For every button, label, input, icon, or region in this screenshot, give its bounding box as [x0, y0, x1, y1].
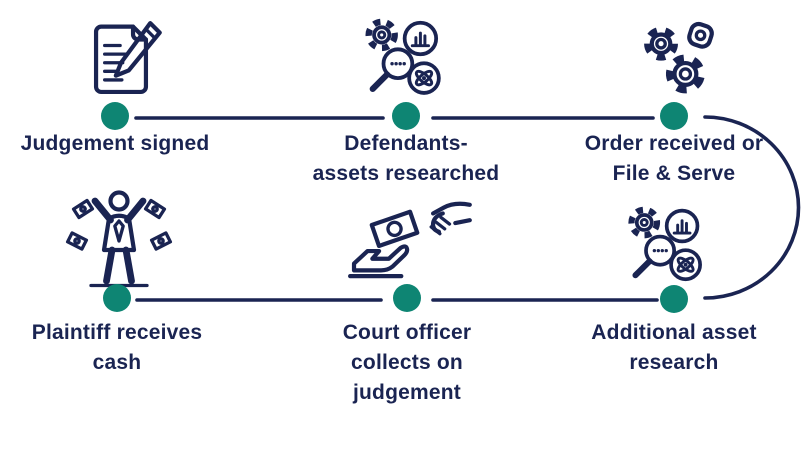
step-marker [660, 102, 688, 130]
gears-icon [635, 16, 719, 100]
asset-research-icon [361, 16, 451, 106]
step-label-court-officer: Court officer collects on judgement [342, 321, 472, 404]
step-marker [103, 284, 131, 312]
step-label-additional-research: Additional asset research [591, 321, 757, 374]
step-marker [660, 285, 688, 313]
money-handover-icon [346, 198, 472, 280]
step-marker [392, 102, 420, 130]
step-label-judgement-signed: Judgement signed [20, 132, 210, 155]
document-pen-icon [78, 18, 164, 104]
step-label-order-received: Order received or File & Serve [584, 132, 764, 185]
step-marker [101, 102, 129, 130]
step-marker [393, 284, 421, 312]
person-cash-icon [64, 189, 174, 289]
asset-research-icon [624, 204, 712, 292]
step-label-plaintiff-cash: Plaintiff receives cash [31, 321, 203, 374]
step-label-assets-researched: Defendants- assets researched [312, 132, 500, 185]
